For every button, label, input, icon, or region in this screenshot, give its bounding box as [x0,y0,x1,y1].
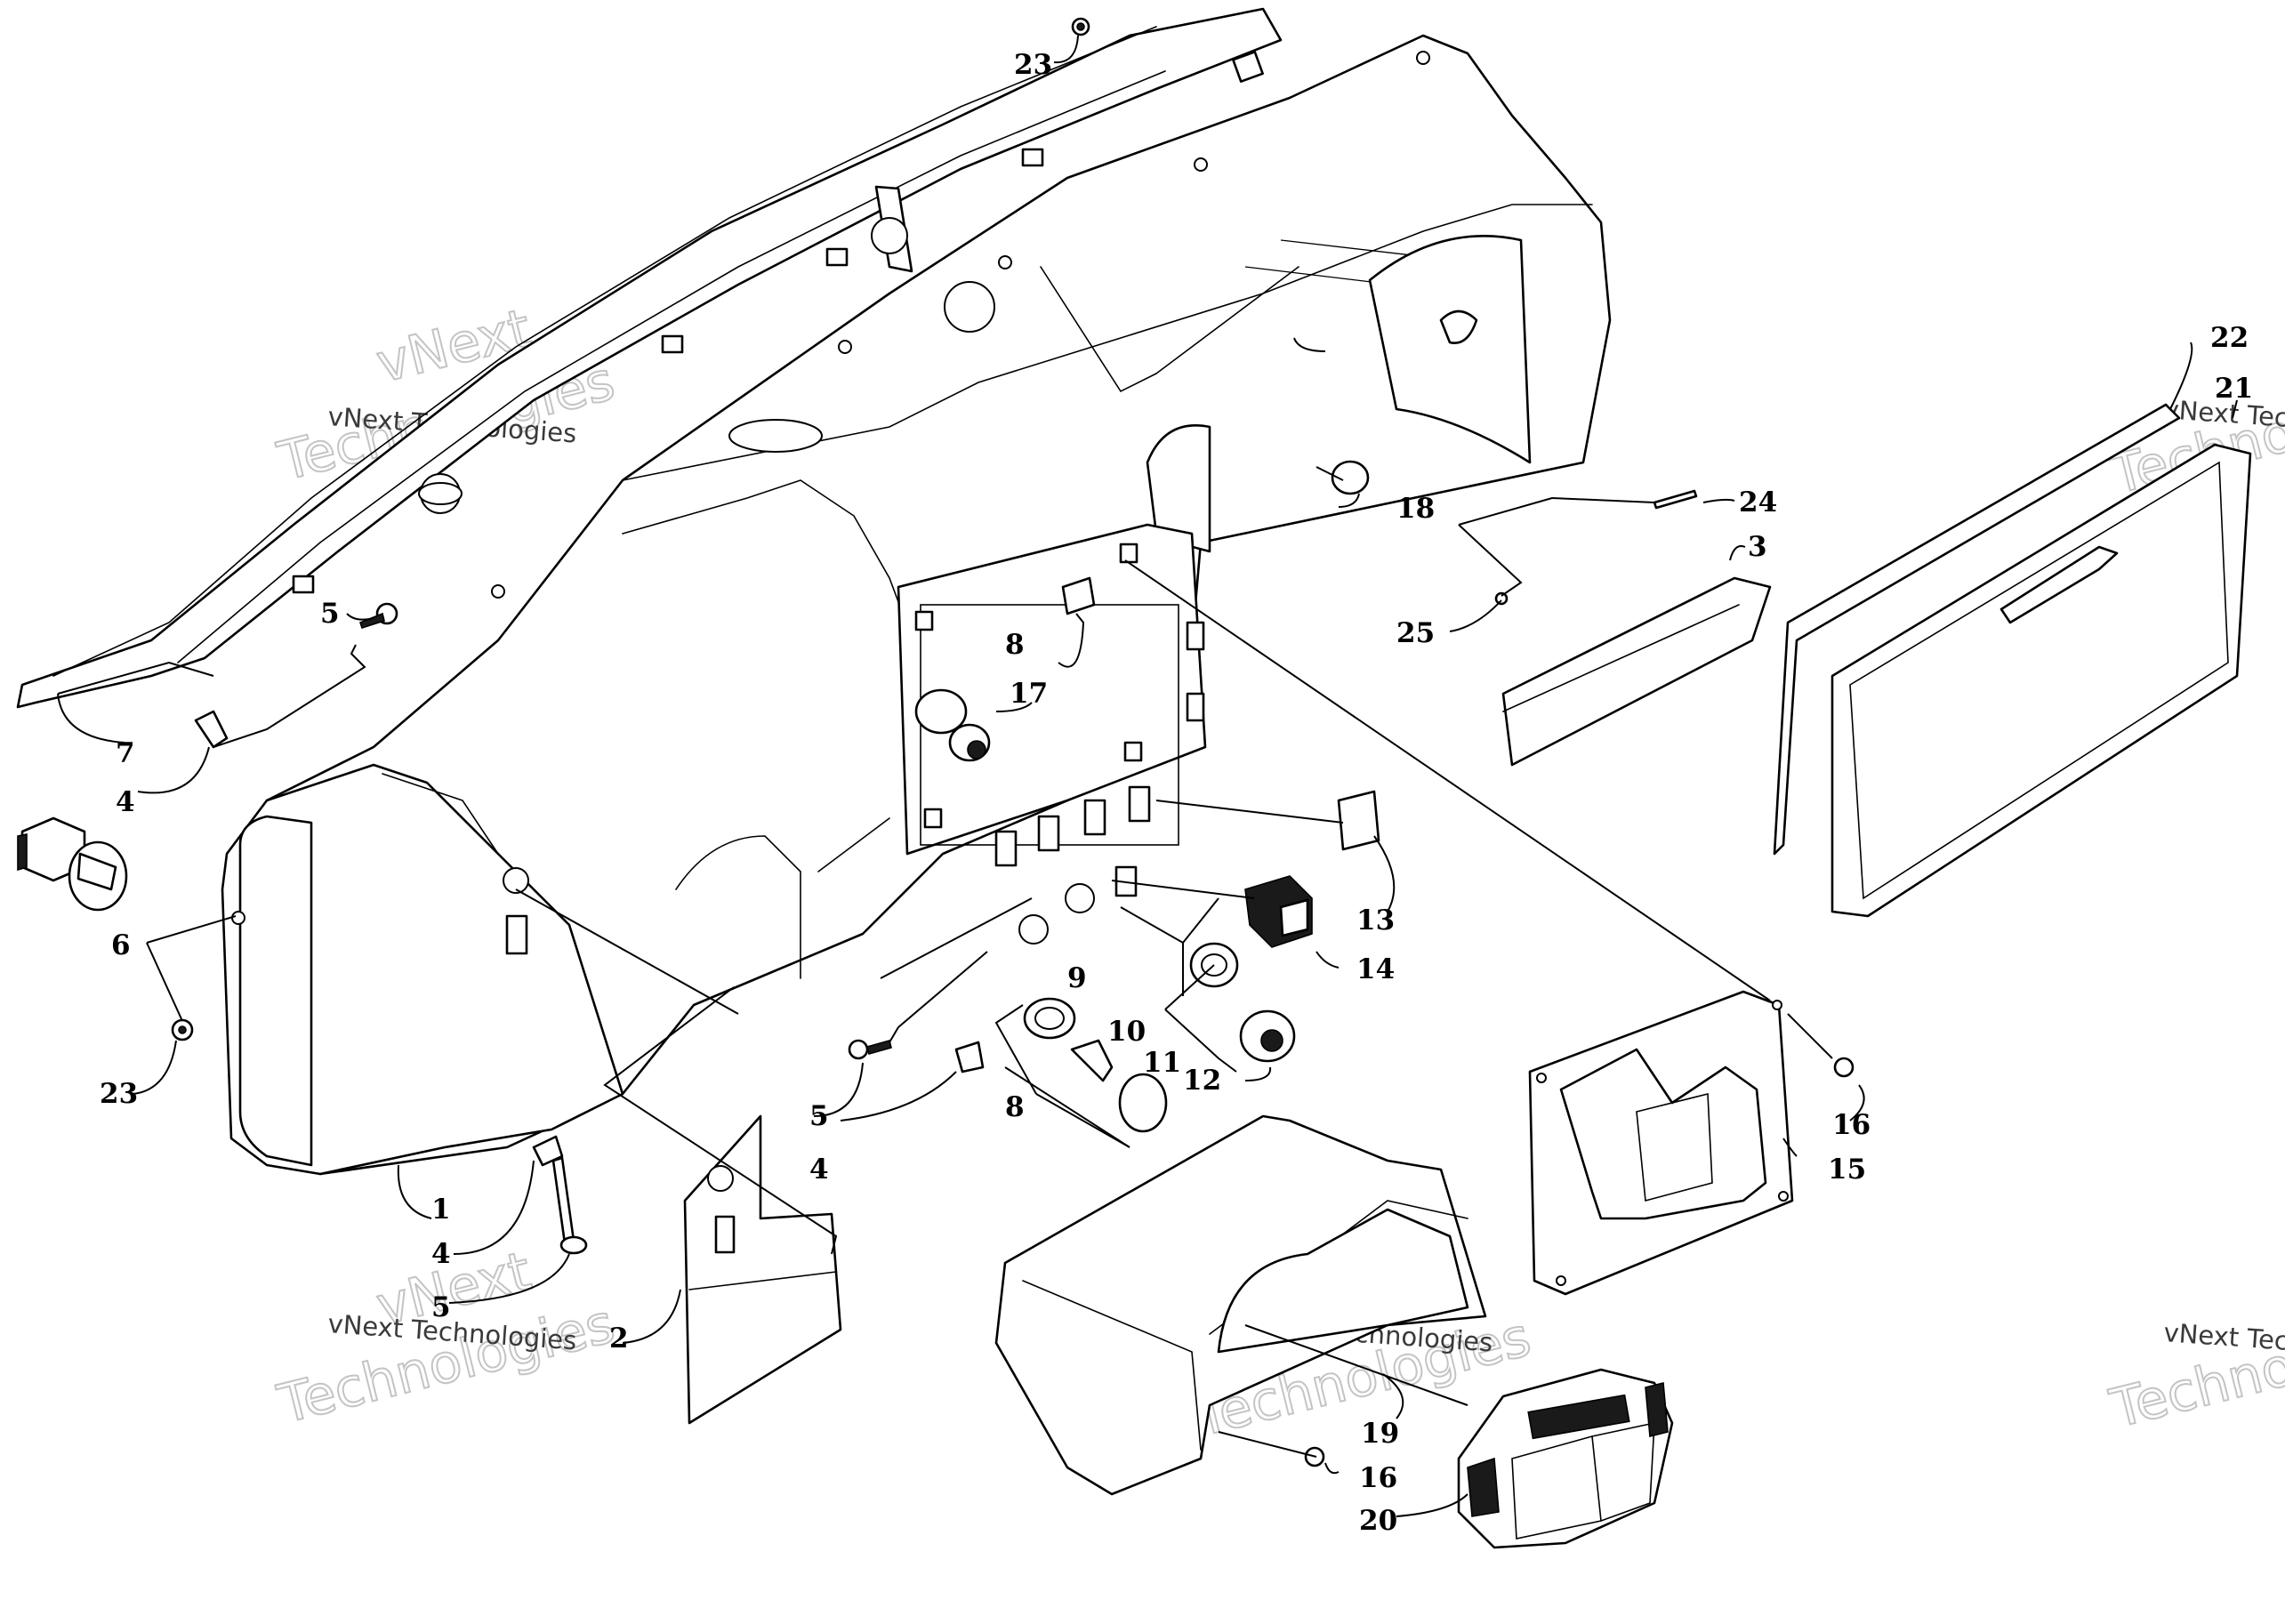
callout-2: 2 [609,1323,629,1355]
callout-1: 1 [431,1194,451,1226]
pin-24 [1653,489,1698,510]
callout-7: 7 [116,737,135,769]
callout-21: 21 [2215,373,2253,405]
small-panel [683,1114,842,1425]
callout-25: 25 [1396,617,1435,649]
switch-cover-13 [1337,790,1380,851]
knob-11 [1118,1073,1168,1133]
callout-19: 19 [1361,1418,1399,1450]
screw-23-lower [171,1018,194,1041]
callout-14: 14 [1356,953,1395,985]
callout-23: 23 [100,1078,138,1110]
callout-22: 22 [2210,322,2249,354]
bolt-5-lower [551,1156,588,1255]
gauge-cluster [1457,1368,1674,1549]
callout-5: 5 [809,1100,829,1132]
screw-5-middle [848,1039,892,1060]
callout-4: 4 [431,1238,451,1270]
callout-13: 13 [1356,904,1395,937]
callout-8: 8 [1005,1091,1025,1123]
callout-17: 17 [1010,678,1048,710]
callout-11: 11 [1143,1047,1181,1079]
callout-20: 20 [1359,1505,1397,1537]
mounting-plate [1528,990,1794,1296]
callout-16: 16 [1832,1109,1871,1141]
power-socket-8 [914,688,991,762]
screw-5-upper [359,602,398,630]
bracket-17 [1061,576,1096,615]
callout-15: 15 [1828,1154,1866,1186]
clip-25 [1494,591,1509,606]
callout-5: 5 [320,598,340,630]
gauge-shroud [994,1114,1487,1496]
key-10 [1070,1039,1114,1082]
rocker-switch-14 [1244,875,1313,948]
leader-lines [57,35,2238,1517]
hardware [17,17,1855,1467]
callout-18: 18 [1396,493,1435,525]
socket-12 [1189,942,1296,1063]
callout-16: 16 [1359,1462,1397,1494]
callout-10: 10 [1107,1016,1146,1048]
callout-4: 4 [809,1154,829,1186]
callout-9: 9 [1067,962,1087,994]
callout-8: 8 [1005,629,1025,661]
callout-4: 4 [116,786,135,818]
screw-16-right [1833,1057,1855,1078]
trim-piece-3 [1501,576,1772,767]
callout-23: 23 [1014,49,1052,81]
callout-6: 6 [111,929,131,961]
watermark-bottom-right: Technologies vNext Technologies [2104,1296,2285,1441]
callout-labels: 23 7 5 4 6 23 1 4 5 2 8 17 5 4 9 10 11 8… [100,49,2253,1537]
clip-4-middle [954,1041,985,1073]
ignition-switch-6 [17,816,128,912]
callout-12: 12 [1183,1065,1221,1097]
callout-24: 24 [1739,486,1777,519]
clip-4-upper [194,710,229,749]
grommet-18 [1331,460,1370,495]
glove-box-door [1773,403,2252,918]
clip-4-lower [532,1135,564,1167]
callout-5: 5 [431,1291,451,1323]
callout-3: 3 [1748,531,1767,563]
main-dash-panel [221,34,1612,1176]
